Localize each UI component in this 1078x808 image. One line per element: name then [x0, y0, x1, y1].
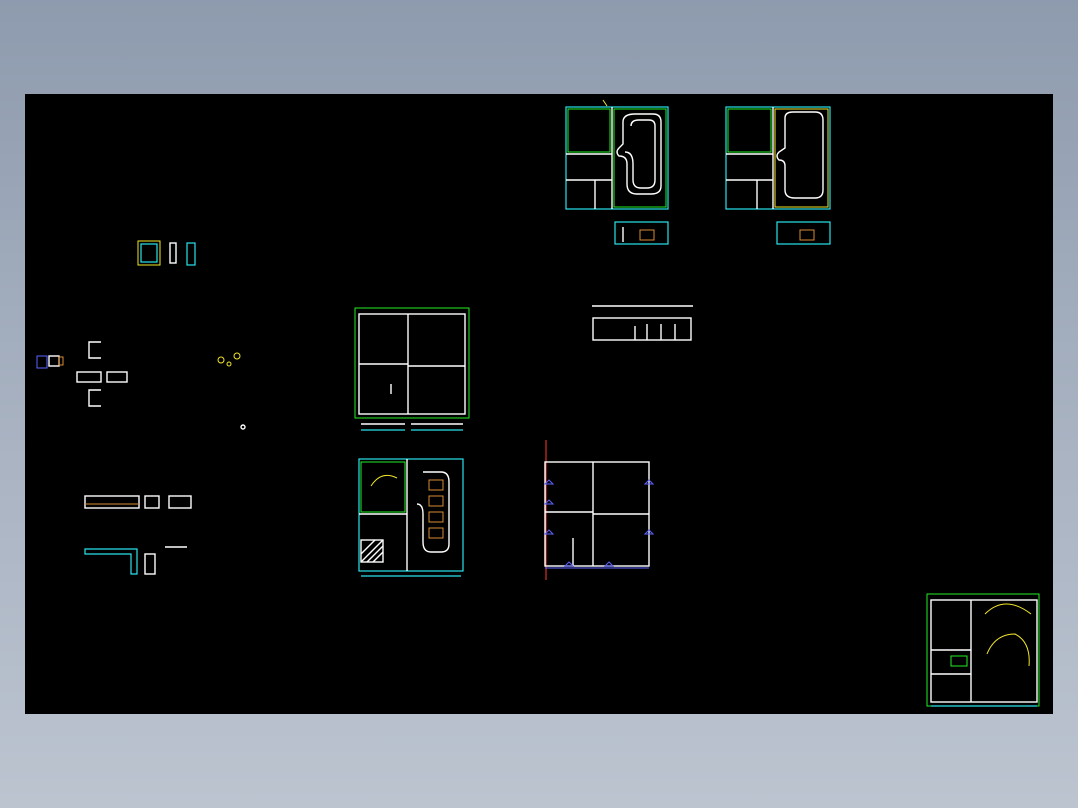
plan-middle-furnished[interactable]: [358, 458, 464, 577]
plan-middle-empty[interactable]: [354, 307, 470, 431]
detail-small-top[interactable]: [137, 240, 196, 266]
cad-drawing-canvas: [36, 99, 1040, 707]
plan-blue-symbols[interactable]: [543, 440, 655, 580]
detail-left-bottom[interactable]: [84, 495, 192, 575]
detail-left-middle[interactable]: [36, 341, 246, 430]
plan-top-right[interactable]: [725, 106, 831, 245]
cad-drawing-viewport[interactable]: [25, 94, 1053, 714]
plan-bottom-right[interactable]: [926, 593, 1040, 707]
section-elevation[interactable]: [592, 305, 693, 341]
plan-top-left[interactable]: [565, 99, 669, 245]
